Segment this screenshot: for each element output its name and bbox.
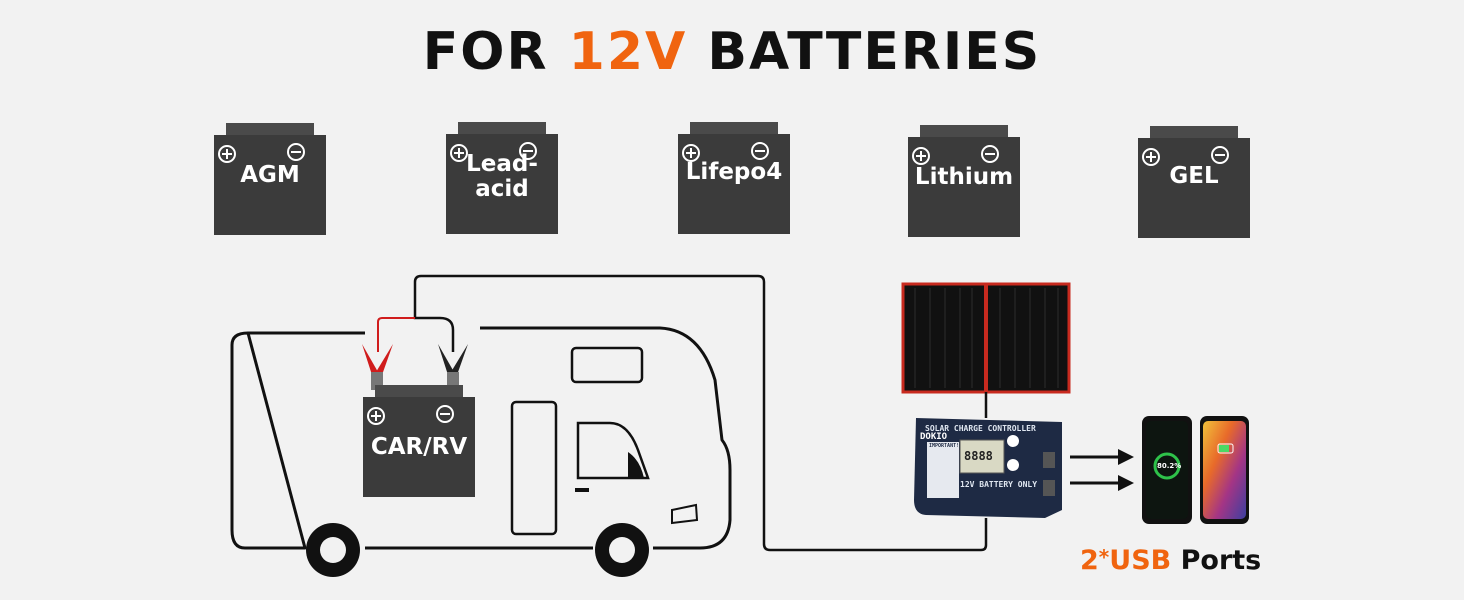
battery-label: Lead- acid	[466, 151, 538, 202]
battery-4: Lithium	[908, 125, 1020, 237]
red-clip	[362, 344, 393, 390]
vehicle-battery-label: CAR/RV	[370, 434, 468, 460]
controller-brand: DOKIO	[920, 432, 948, 442]
page-title: FOR 12V BATTERIES	[422, 22, 1042, 82]
charge-controller	[914, 418, 1062, 518]
battery-label: GEL	[1169, 163, 1219, 189]
phone-charging	[1142, 416, 1192, 524]
battery-label: Lithium	[914, 164, 1014, 190]
solar-panel	[901, 282, 1071, 394]
vehicle-battery: CAR/RV	[363, 385, 475, 497]
phone-percent: 80.2%	[1157, 462, 1182, 470]
usb-ports-label: 2*USB Ports	[1080, 545, 1262, 576]
battery-5: GEL	[1138, 126, 1250, 238]
phone-wallpaper	[1200, 416, 1249, 524]
camper-outline	[230, 326, 732, 550]
controller-display: 8888	[964, 449, 993, 463]
battery-label: Lifepo4	[685, 159, 783, 185]
battery-3: Lifepo4	[678, 122, 790, 234]
arrow-upper	[1070, 449, 1134, 465]
cable	[413, 274, 988, 552]
arrow-lower	[1070, 475, 1134, 491]
battery-label: AGM	[240, 162, 300, 188]
controller-battery-text: 12V BATTERY ONLY	[960, 480, 1038, 489]
controller-note: IMPORTANT!	[929, 443, 960, 449]
battery-2: Lead- acid	[446, 122, 558, 234]
battery-1: AGM	[214, 123, 326, 235]
controller-heading: SOLAR CHARGE CONTROLLER	[925, 424, 1036, 433]
